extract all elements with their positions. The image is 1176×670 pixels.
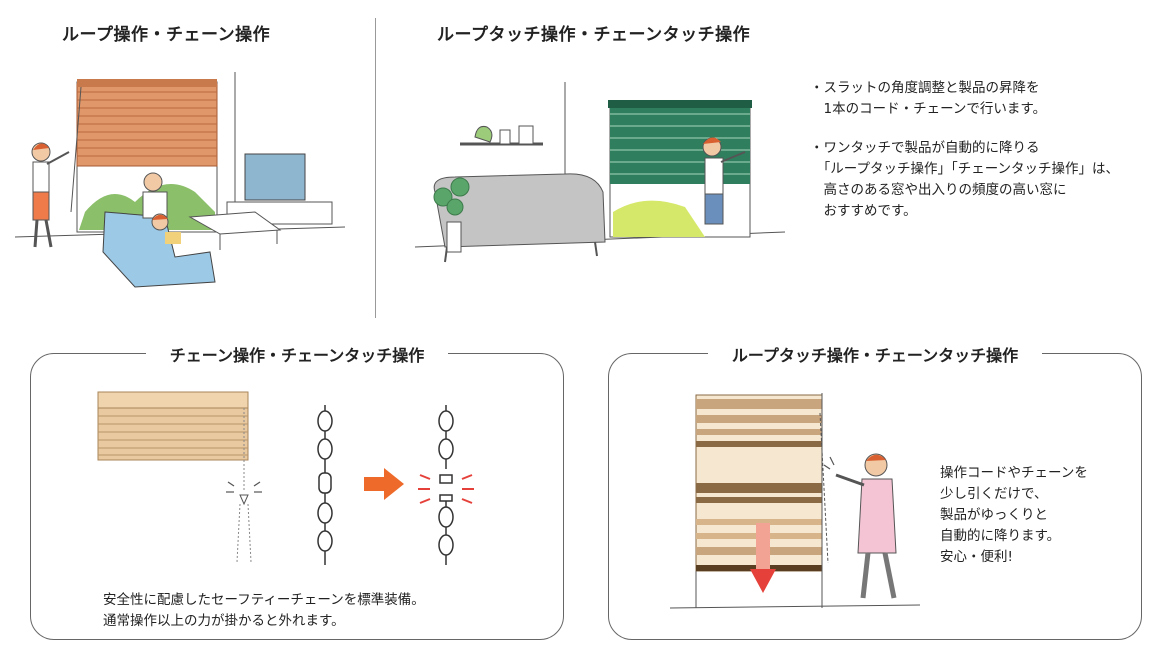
panel-auto-descend: ループタッチ操作・チェーンタッチ操作 xyxy=(608,346,1142,640)
tan-blind-with-chain-illustration xyxy=(97,391,262,563)
panel-caption-auto: 操作コードやチェーンを 少し引くだけで、 製品がゆっくりと 自動的に降ります。 … xyxy=(940,465,1088,565)
right-arrow-icon xyxy=(364,468,404,500)
section-title-loop-chain: ループ操作・チェーン操作 xyxy=(62,25,271,45)
panel-title-chain: チェーン操作・チェーンタッチ操作 xyxy=(145,346,449,365)
bullet-one-touch: ・ワンタッチで製品が自動的に降りる 「ループタッチ操作」「チェーンタッチ操作」は… xyxy=(810,140,1120,219)
chain-released-diagram xyxy=(418,405,474,565)
panel-title-loop-touch: ループタッチ操作・チェーンタッチ操作 xyxy=(707,346,1043,365)
descending-blind-illustration xyxy=(669,393,921,609)
section-title-loop-touch: ループタッチ操作・チェーンタッチ操作 xyxy=(437,25,751,45)
section-divider xyxy=(375,18,376,318)
bullet-single-cord: ・スラットの角度調整と製品の昇降を 1本のコード・チェーンで行います。 xyxy=(810,80,1047,117)
chain-closed-diagram xyxy=(317,405,333,565)
panel-caption-chain: 安全性に配慮したセーフティーチェーンを標準装備。 通常操作以上の力が掛かると外れ… xyxy=(103,592,425,629)
living-room-illustration xyxy=(14,72,346,288)
green-blind-room-illustration xyxy=(414,82,786,263)
panel-safety-chain: チェーン操作・チェーンタッチ操作 xyxy=(30,346,564,640)
